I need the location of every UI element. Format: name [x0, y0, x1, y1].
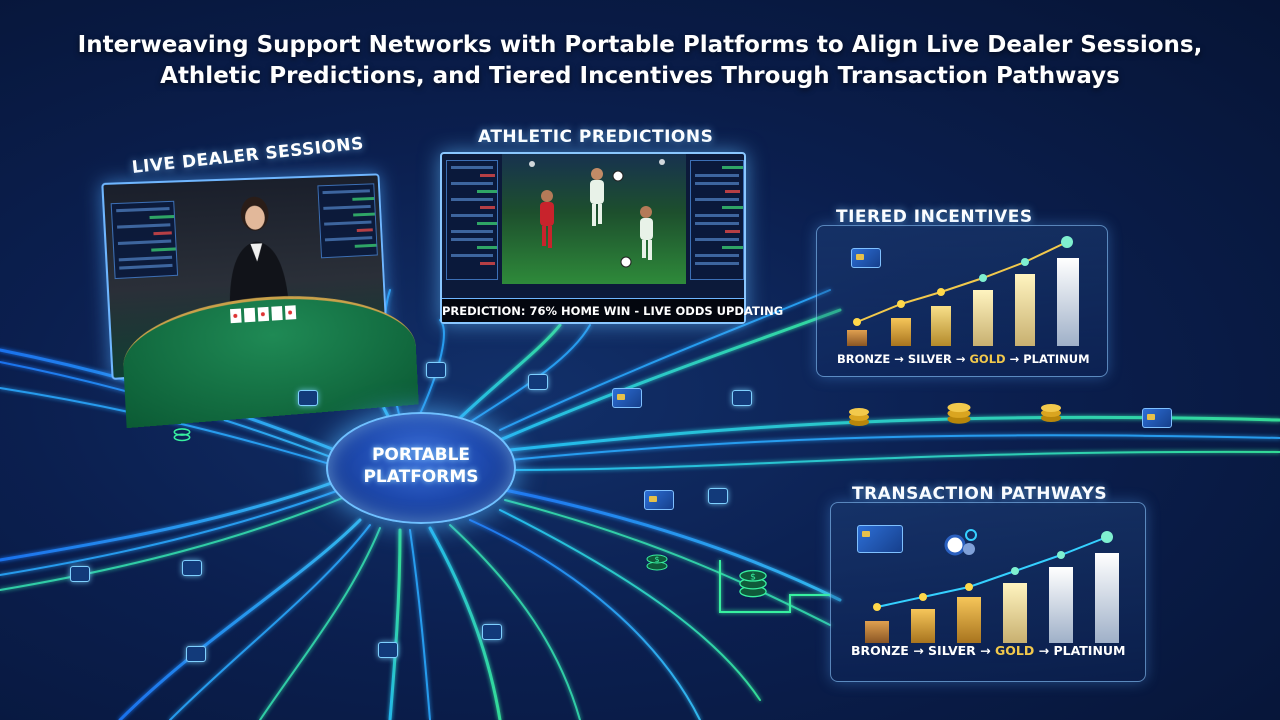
network-node-icon — [426, 362, 446, 378]
network-node-icon — [378, 642, 398, 658]
network-node-icon — [708, 488, 728, 504]
title-line-1: Interweaving Support Networks with Porta… — [77, 32, 1203, 58]
tier-silver: SILVER — [928, 643, 976, 658]
tier-bronze: BRONZE — [837, 352, 891, 366]
transaction-bar-chart — [865, 531, 1119, 643]
athletic-odds-board-left — [446, 160, 498, 280]
tier-progression: BRONZE → SILVER → GOLD → PLATINUM — [837, 352, 1090, 366]
title-line-2: Athletic Predictions, and Tiered Incenti… — [160, 63, 1120, 89]
network-node-icon — [528, 374, 548, 390]
portable-platforms-hub[interactable]: PORTABLE PLATFORMS — [326, 412, 516, 524]
tier-arrow: → — [980, 643, 991, 658]
network-node-icon — [482, 624, 502, 640]
network-node-icon — [186, 646, 206, 662]
tier-platinum: PLATINUM — [1023, 352, 1090, 366]
hub-label: PORTABLE PLATFORMS — [328, 444, 514, 488]
tier-bar-chart — [847, 236, 1079, 346]
dealer-odds-board-right — [317, 183, 378, 259]
credit-card-icon — [644, 490, 674, 510]
athletic-predictions-label: ATHLETIC PREDICTIONS — [478, 127, 714, 147]
tier-arrow: → — [1009, 352, 1020, 366]
dealer-odds-board-left — [110, 200, 179, 280]
tier-arrow: → — [894, 352, 904, 366]
coin-stack-icon: $ — [646, 554, 668, 571]
tier-platinum: PLATINUM — [1053, 643, 1126, 658]
transaction-pathways-panel[interactable]: BRONZE → SILVER → GOLD → PLATINUM — [830, 502, 1146, 682]
credit-card-icon — [1142, 408, 1172, 428]
tier-arrow: → — [1038, 643, 1050, 658]
tier-bronze: BRONZE — [851, 643, 909, 658]
tiered-incentives-label: TIERED INCENTIVES — [836, 207, 1033, 227]
athletic-predictions-panel[interactable]: PREDICTION: 76% HOME WIN - LIVE ODDS UPD… — [440, 152, 783, 324]
tier-arrow: → — [955, 352, 966, 366]
live-dealer-panel[interactable] — [101, 173, 419, 429]
network-node-icon — [70, 566, 90, 582]
tier-gold: GOLD — [969, 352, 1006, 366]
credit-card-icon — [851, 248, 881, 268]
tier-silver: SILVER — [907, 352, 952, 366]
tier-gold: GOLD — [995, 643, 1035, 658]
poker-chip-icon — [944, 529, 977, 556]
svg-text:$: $ — [750, 573, 756, 583]
network-node-icon — [182, 560, 202, 576]
coin-stack-icon — [947, 402, 971, 424]
athletic-odds-board-right — [690, 160, 744, 280]
page-title: Interweaving Support Networks with Porta… — [0, 30, 1280, 92]
dealer-avatar — [226, 196, 289, 306]
playing-cards — [230, 305, 297, 324]
credit-card-icon — [857, 525, 903, 553]
tier-arrow: → — [913, 643, 924, 658]
network-node-icon — [298, 390, 318, 406]
svg-text:$: $ — [654, 555, 659, 564]
hub-label-line-1: PORTABLE — [371, 445, 471, 465]
coin-stack-icon — [849, 408, 869, 426]
network-node-icon — [732, 390, 752, 406]
tiered-incentives-panel[interactable]: BRONZE → SILVER → GOLD → PLATINUM — [816, 225, 1108, 377]
prediction-ticker: PREDICTION: 76% HOME WIN - LIVE ODDS UPD… — [442, 298, 783, 322]
transaction-pathways-label: TRANSACTION PATHWAYS — [852, 484, 1108, 504]
credit-card-icon — [612, 388, 642, 408]
coin-stack-icon: $ — [739, 569, 767, 598]
soccer-players — [529, 159, 665, 268]
transaction-tier-progression: BRONZE → SILVER → GOLD → PLATINUM — [851, 643, 1126, 658]
soccer-pitch — [502, 154, 686, 284]
coin-stack-icon — [173, 428, 191, 442]
coin-stack-icon — [1041, 404, 1061, 422]
hub-label-line-2: PLATFORMS — [363, 467, 479, 487]
